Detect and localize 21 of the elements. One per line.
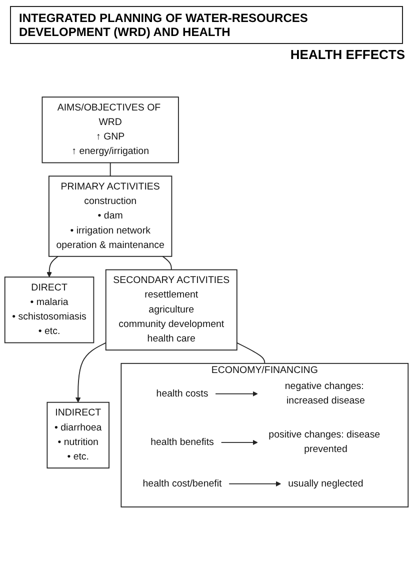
node-text: health benefits [150,437,214,448]
node-box: INDIRECT • diarrhoea • nutrition • etc. [46,402,110,468]
node-text: health costs [156,388,208,399]
arrow [75,342,106,403]
title-box: INTEGRATED PLANNING OF WATER-RESOURCES DEVELOPMENT (WRD) AND HEALTH [10,6,403,44]
connector [236,342,266,364]
node-box: DIRECT • malaria • schistosomiasis • etc. [4,276,94,344]
arrow [215,391,258,396]
node-text: positive changes: disease prevented [268,430,380,455]
connector [162,256,172,270]
connector [110,162,111,177]
node-box: PRIMARY ACTIVITIES construction • dam • irrigation network operation & maintenance [48,176,172,257]
section-heading: HEALTH EFFECTS [290,47,405,62]
arrow [228,481,282,486]
node-text: health cost/benefit [142,478,222,489]
node-box: AIMS/OBJECTIVES OF WRD ↑ GNP ↑ energy/irrigation [42,96,179,164]
node-text: usually neglected [288,478,364,489]
node-text: negative changes: increased disease [284,381,365,406]
arrow [46,256,58,278]
arrow [220,440,258,446]
node-box: SECONDARY ACTIVITIES resettlement agriculture community development health care [105,269,238,350]
